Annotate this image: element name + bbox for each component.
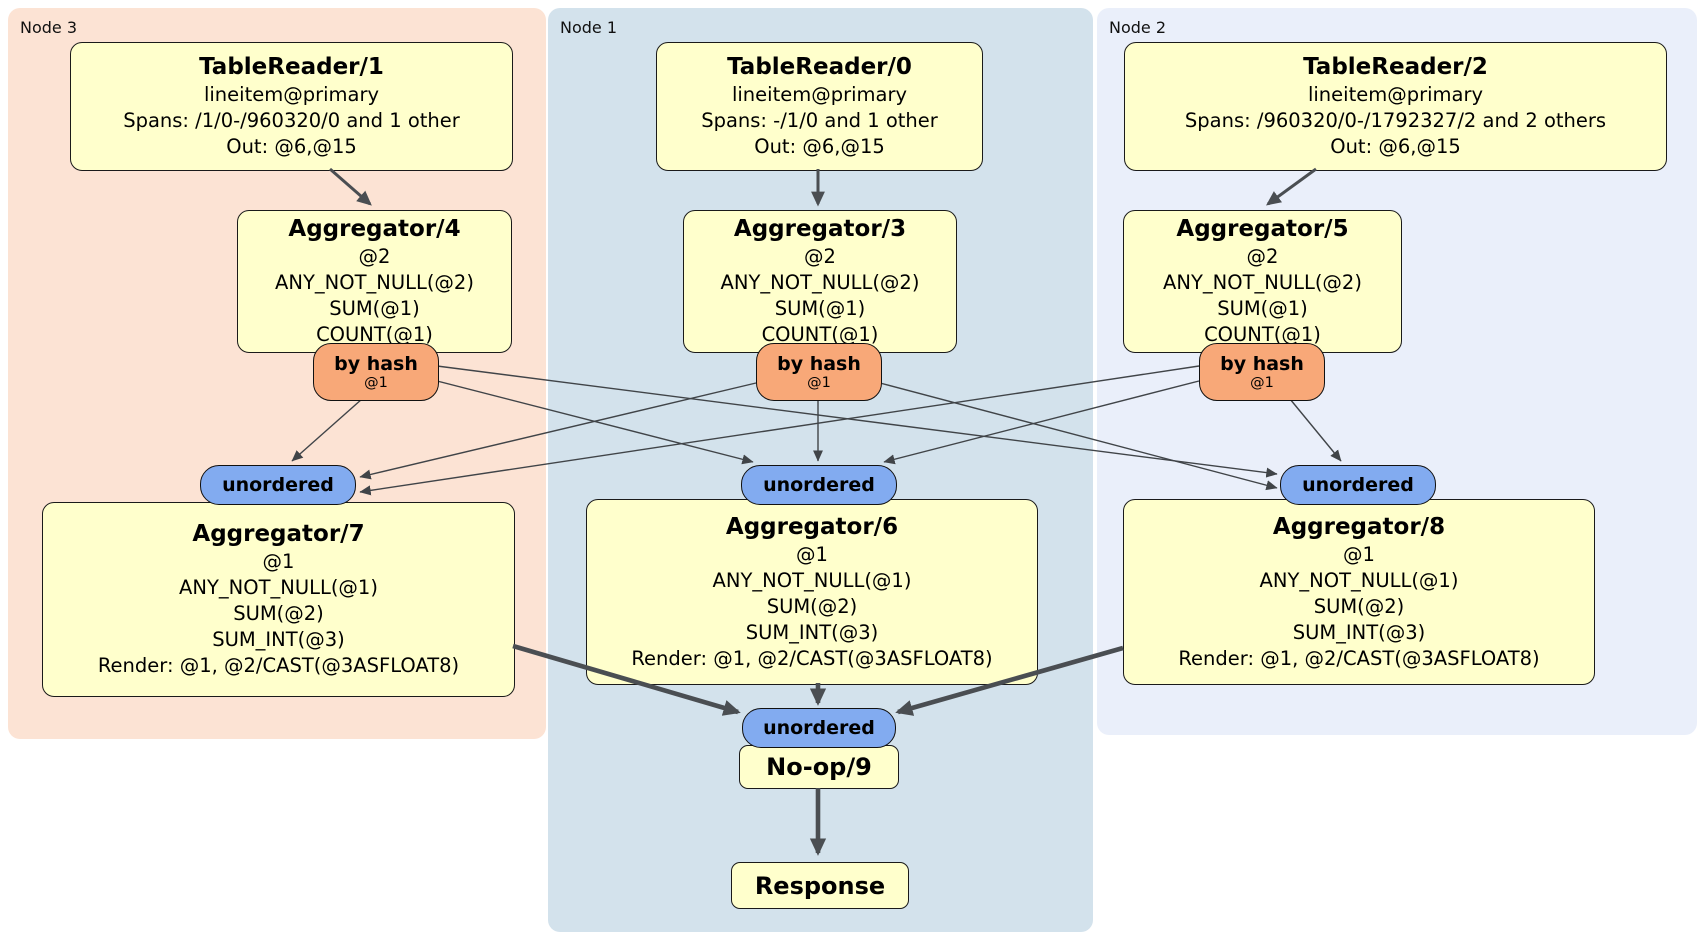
box-title: Response [754,871,886,900]
by-hash-label: by hash [777,352,861,375]
node2-label: Node 2 [1109,18,1167,37]
unordered-label: unordered [763,717,875,739]
aggregator-7-box: Aggregator/7 @1 ANY_NOT_NULL(@1) SUM(@2)… [42,502,515,697]
box-line: @2 [358,245,391,268]
box-line: lineitem@primary [731,83,908,106]
box-line: Render: @1, @2/CAST(@3ASFLOAT8) [97,654,460,677]
box-line: Spans: -/1/0 and 1 other [701,109,938,132]
unordered-label: unordered [222,474,334,496]
box-line: SUM_INT(@3) [1292,620,1426,644]
box-title: No-op/9 [766,753,872,781]
box-line: ANY_NOT_NULL(@2) [1163,271,1362,294]
by-hash-key: @1 [364,374,388,391]
by-hash-label: by hash [334,352,418,375]
by-hash-router-node2: by hash @1 [1199,343,1325,401]
box-line: ANY_NOT_NULL(@1) [179,576,378,599]
box-line: lineitem@primary [203,83,380,106]
box-title: Aggregator/7 [192,521,365,547]
by-hash-router-node1: by hash @1 [756,343,882,401]
unordered-sync-node3: unordered [200,465,356,505]
box-line: SUM(@1) [1217,297,1308,320]
unordered-label: unordered [763,474,875,496]
box-line: SUM(@1) [329,297,420,320]
box-line: ANY_NOT_NULL(@1) [1259,568,1459,592]
box-line: Spans: /1/0-/960320/0 and 1 other [123,109,460,132]
box-line: ANY_NOT_NULL(@2) [720,271,920,294]
box-line: Out: @6,@15 [754,135,885,158]
box-title: Aggregator/3 [733,216,907,242]
aggregator-3-box: Aggregator/3 @2 ANY_NOT_NULL(@2) SUM(@1)… [683,210,957,353]
tablereader-1-box: TableReader/1 lineitem@primary Spans: /1… [70,42,513,171]
unordered-label: unordered [1302,474,1414,496]
box-title: Aggregator/5 [1176,216,1349,242]
by-hash-key: @1 [1250,374,1274,391]
unordered-sync-final: unordered [742,708,896,748]
box-line: SUM(@1) [774,297,866,320]
box-line: ANY_NOT_NULL(@2) [275,271,474,294]
box-title: TableReader/2 [1303,54,1488,80]
box-line: Render: @1, @2/CAST(@3ASFLOAT8) [631,646,993,670]
by-hash-router-node3: by hash @1 [313,343,439,401]
box-title: Aggregator/4 [288,216,461,242]
box-line: COUNT(@1) [761,323,879,346]
box-title: Aggregator/6 [725,513,899,540]
box-line: COUNT(@1) [316,323,433,346]
box-line: lineitem@primary [1307,83,1484,106]
box-line: ANY_NOT_NULL(@1) [712,568,912,592]
aggregator-4-box: Aggregator/4 @2 ANY_NOT_NULL(@2) SUM(@1)… [237,210,512,353]
box-line: SUM(@2) [766,594,858,618]
aggregator-5-box: Aggregator/5 @2 ANY_NOT_NULL(@2) SUM(@1)… [1123,210,1402,353]
by-hash-key: @1 [807,374,831,391]
box-line: Spans: /960320/0-/1792327/2 and 2 others [1184,109,1607,132]
box-line: Out: @6,@15 [226,135,357,158]
box-line: @2 [1246,245,1279,268]
response-box: Response [731,862,909,909]
unordered-sync-node1: unordered [741,465,897,505]
box-line: SUM_INT(@3) [212,628,345,651]
box-line: COUNT(@1) [1204,323,1321,346]
tablereader-2-box: TableReader/2 lineitem@primary Spans: /9… [1124,42,1667,171]
box-title: TableReader/0 [727,54,912,80]
noop-9-box: No-op/9 [739,745,899,789]
box-line: Render: @1, @2/CAST(@3ASFLOAT8) [1178,646,1540,670]
aggregator-6-box: Aggregator/6 @1 ANY_NOT_NULL(@1) SUM(@2)… [586,499,1038,685]
box-line: SUM(@2) [233,602,324,625]
box-line: SUM(@2) [1313,594,1405,618]
box-title: TableReader/1 [199,54,384,80]
aggregator-8-box: Aggregator/8 @1 ANY_NOT_NULL(@1) SUM(@2)… [1123,499,1595,685]
box-line: @1 [796,542,828,566]
tablereader-0-box: TableReader/0 lineitem@primary Spans: -/… [656,42,983,171]
node1-label: Node 1 [560,18,618,37]
box-line: Out: @6,@15 [1330,135,1461,158]
box-line: @2 [804,245,836,268]
box-line: @1 [262,550,295,573]
by-hash-label: by hash [1220,352,1304,375]
box-line: @1 [1343,542,1375,566]
unordered-sync-node2: unordered [1280,465,1436,505]
box-line: SUM_INT(@3) [745,620,879,644]
node3-label: Node 3 [20,18,78,37]
box-title: Aggregator/8 [1272,513,1446,540]
